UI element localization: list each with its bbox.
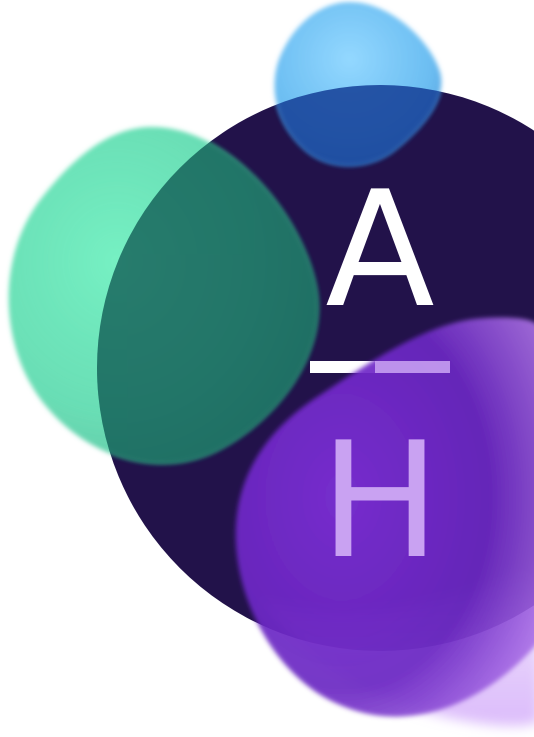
blue-blob-overlap [274,85,442,166]
divider-bar-tint [375,361,450,373]
purple-blob [235,317,534,717]
bottom-letter: H [320,407,440,594]
top-letter: A [325,156,434,343]
green-blob-overlap [97,126,319,464]
